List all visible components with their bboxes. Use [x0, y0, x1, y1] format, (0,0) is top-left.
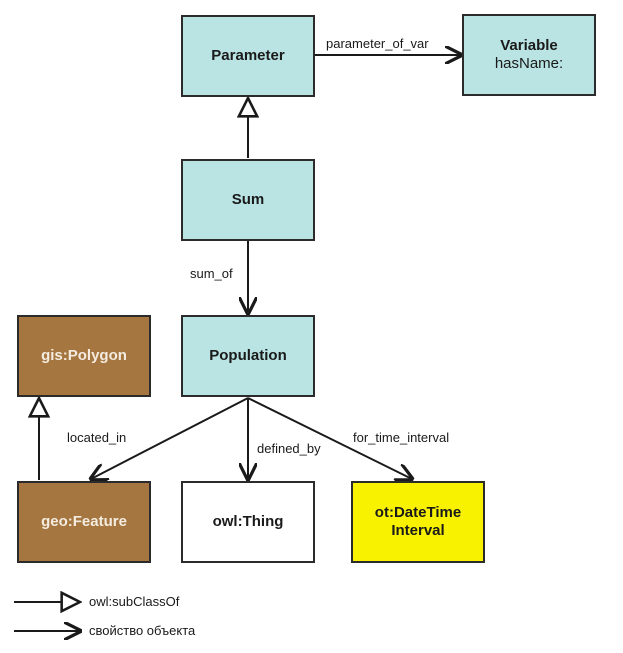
- node-sum-title: Sum: [231, 191, 265, 208]
- node-datetime-interval-title-line2: Interval: [391, 522, 445, 539]
- node-datetime-interval: ot:DateTime Interval: [351, 481, 485, 563]
- node-datetime-interval-title-line1: ot:DateTime: [374, 504, 462, 521]
- edge-label-parameter-of-var: parameter_of_var: [326, 36, 429, 51]
- node-geo-feature: geo:Feature: [17, 481, 151, 563]
- node-population: Population: [181, 315, 315, 397]
- node-population-title: Population: [209, 347, 287, 364]
- node-parameter: Parameter: [181, 15, 315, 97]
- node-variable-subtitle: hasName:: [494, 55, 564, 72]
- node-owl-thing: owl:Thing: [181, 481, 315, 563]
- edge-label-for-time-interval: for_time_interval: [353, 430, 450, 445]
- edge-label-sum-of: sum_of: [190, 266, 233, 281]
- edge-for-time-interval: [247, 397, 412, 479]
- node-variable-title: Variable: [500, 37, 558, 54]
- legend-subclass-label: owl:subClassOf: [89, 594, 180, 609]
- node-owl-thing-title: owl:Thing: [212, 513, 284, 530]
- node-parameter-title: Parameter: [211, 47, 285, 64]
- node-gis-polygon-title: gis:Polygon: [41, 347, 127, 364]
- node-geo-feature-title: geo:Feature: [41, 513, 127, 530]
- node-variable: Variable hasName:: [462, 14, 596, 96]
- node-sum: Sum: [181, 159, 315, 241]
- edge-label-located-in: located_in: [67, 430, 127, 445]
- node-gis-polygon: gis:Polygon: [17, 315, 151, 397]
- legend-object-property-label: свойство объекта: [89, 623, 196, 638]
- edge-located-in: [91, 397, 249, 479]
- edge-label-defined-by: defined_by: [257, 441, 321, 456]
